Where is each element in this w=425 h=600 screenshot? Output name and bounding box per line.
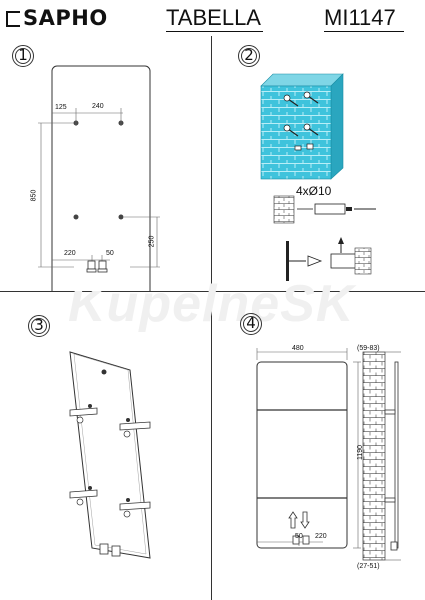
brand-name: SAPHO [23, 6, 108, 30]
dim-wall-top: (59-83) [357, 345, 380, 352]
step4-installed-drawing [256, 348, 401, 561]
product-name-underline [166, 31, 263, 32]
document-header: SAPHO TABELLA MI1147 [0, 0, 425, 36]
logo-bracket-icon [6, 10, 20, 27]
dim-bottom-right: 50 [106, 250, 114, 257]
step-3-badge: 3 [28, 315, 50, 337]
dim-wall-bottom: (27-51) [357, 563, 380, 570]
dim-top-left: 125 [55, 104, 67, 111]
horizontal-divider [0, 291, 425, 292]
vertical-divider [211, 36, 212, 600]
product-name: TABELLA [166, 5, 261, 30]
dim-top-span: 240 [92, 103, 104, 110]
dim-bottom-left: 50 [295, 533, 303, 540]
dim-bottom-left: 220 [64, 250, 76, 257]
step-4-badge: 4 [240, 313, 262, 335]
step3-assembly-drawing [69, 351, 151, 559]
dim-height-total: 1190 [357, 444, 365, 461]
step2-wall-drawing [260, 73, 376, 281]
dim-bottom-right: 220 [315, 533, 327, 540]
dim-width: 480 [292, 345, 304, 352]
dim-lower-height: 250 [148, 235, 156, 248]
brand-logo: SAPHO [6, 8, 108, 29]
product-code-underline [324, 31, 404, 32]
dim-height: 850 [30, 189, 38, 202]
step-2-badge: 2 [238, 45, 260, 67]
step1-panel-drawing [38, 65, 160, 291]
step-1-badge: 1 [12, 45, 34, 67]
product-code: MI1147 [324, 5, 396, 30]
drill-label: 4xØ10 [296, 184, 332, 198]
